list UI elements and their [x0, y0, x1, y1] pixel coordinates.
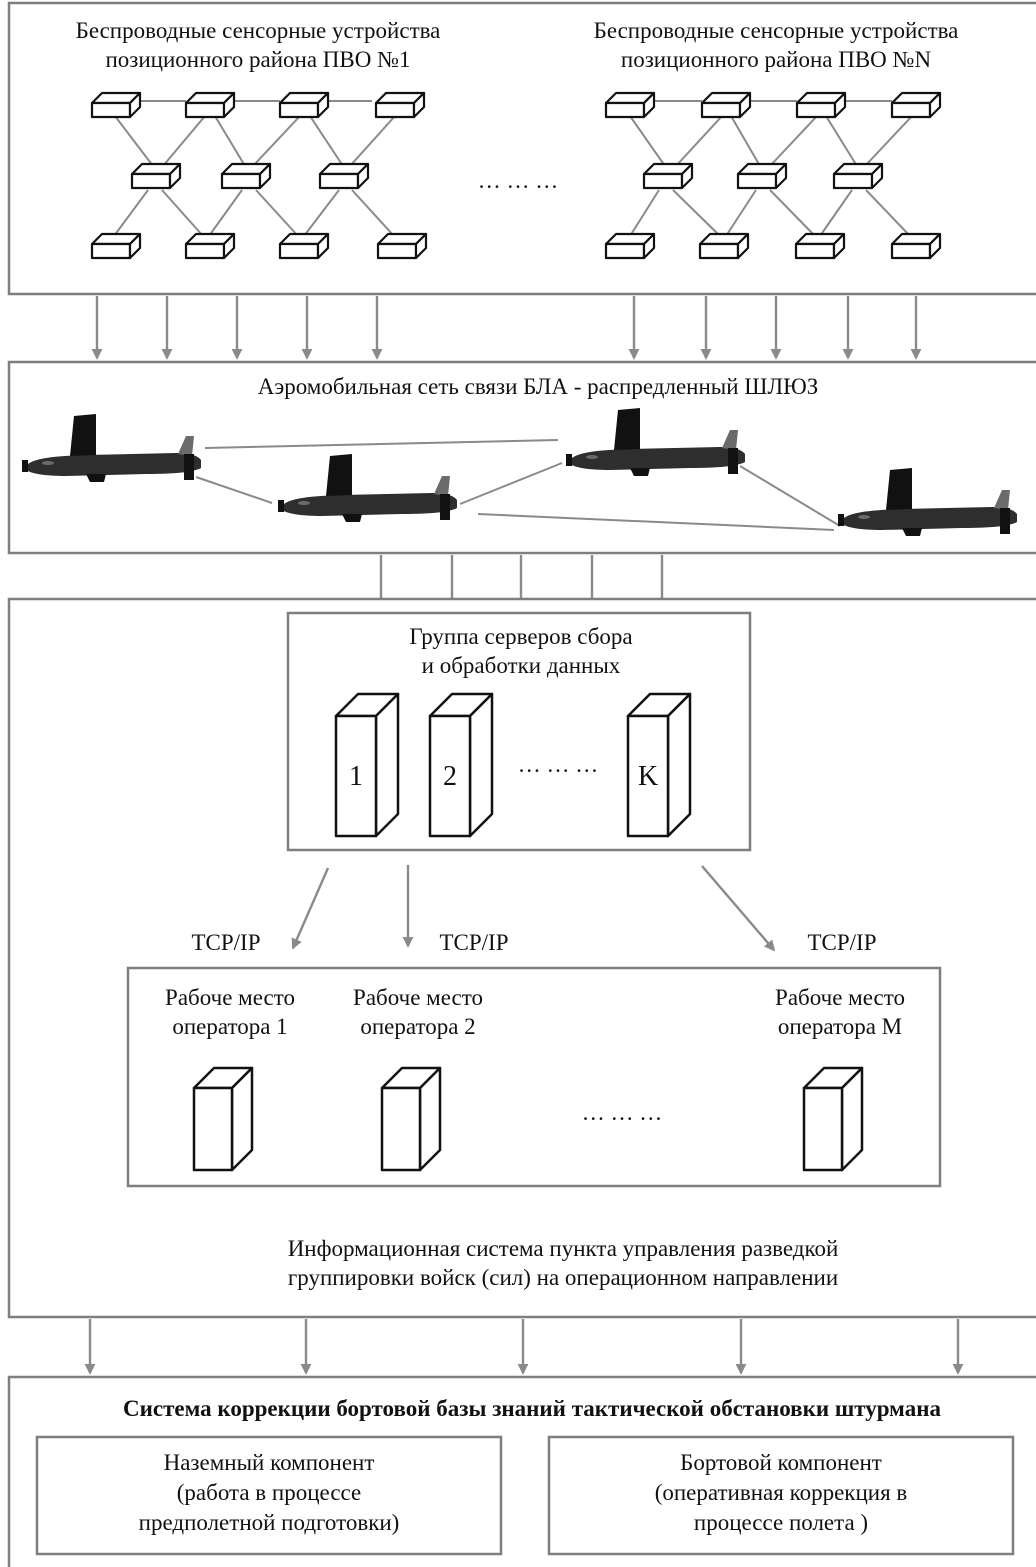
onboard-component-box	[547, 1435, 1015, 1556]
sensor-device-icon	[90, 91, 142, 119]
workstation-2-label-line2: оператора 2	[360, 1014, 475, 1039]
workstation-1-label-line2: оператора 1	[172, 1014, 287, 1039]
protocol-label: TCP/IP	[191, 930, 260, 955]
server-2: 2	[428, 692, 494, 838]
sensor-device-icon	[604, 232, 656, 260]
info-system-caption-line2: группировки войск (сил) на операционном …	[288, 1265, 838, 1290]
server-ellipsis: … … …	[518, 752, 599, 777]
arrows-sensors-to-uav	[91, 296, 922, 360]
sensor-group-n-title-line1: Беспроводные сенсорные устройства	[594, 18, 959, 43]
sensor-device-icon	[278, 91, 330, 119]
sensor-device-icon	[184, 91, 236, 119]
server-number: 1	[349, 761, 363, 792]
sensor-device-icon	[642, 162, 694, 190]
sensor-device-icon	[278, 232, 330, 260]
sensor-device-icon	[184, 232, 236, 260]
sensor-device-icon	[700, 91, 752, 119]
sensor-device-icon	[736, 162, 788, 190]
sensor-groups-ellipsis: … … …	[478, 168, 559, 193]
sensor-device-icon	[890, 91, 942, 119]
sensor-group-1-title-line1: Беспроводные сенсорные устройства	[76, 18, 441, 43]
sensor-device-icon	[220, 162, 272, 190]
arrows-info-to-correction	[84, 1319, 964, 1375]
info-system-caption-line1: Информационная система пункта управления…	[288, 1236, 839, 1261]
workstation-2-label-line1: Рабоче место	[353, 985, 483, 1010]
sensor-device-icon	[90, 232, 142, 260]
sensor-device-icon	[794, 232, 846, 260]
protocol-label: TCP/IP	[439, 930, 508, 955]
sensor-mesh-links-group-1	[113, 100, 396, 237]
sensor-device-icon	[374, 91, 426, 119]
correction-system-title: Система коррекции бортовой базы знаний т…	[123, 1396, 941, 1421]
workstation-2-icon	[380, 1066, 442, 1172]
server-number: K	[638, 761, 658, 792]
workstation-m-label-line2: оператора M	[778, 1014, 902, 1039]
sensor-panel	[7, 1, 1036, 296]
sensor-device-icon	[890, 232, 942, 260]
workstation-m-icon	[802, 1066, 864, 1172]
server-group-title-line2: и обработки данных	[422, 653, 621, 678]
onboard-component-line2: (оперативная коррекция в	[655, 1480, 908, 1505]
workstation-1-label-line1: Рабоче место	[165, 985, 295, 1010]
ground-component-box	[35, 1435, 503, 1556]
sensor-mesh-links-group-n	[629, 100, 913, 237]
protocol-label: TCP/IP	[807, 930, 876, 955]
uav-network-title: Аэромобильная сеть связи БЛА - распредле…	[258, 374, 819, 399]
server-number: 2	[443, 761, 457, 792]
server-1: 1	[334, 692, 400, 838]
sensor-device-icon	[832, 162, 884, 190]
sensor-group-n-title-line2: позиционного района ПВО №N	[621, 47, 932, 72]
sensor-device-icon	[698, 232, 750, 260]
ground-component-line1: Наземный компонент	[164, 1450, 375, 1475]
workstation-ellipsis: … … …	[582, 1100, 663, 1125]
workstation-1-icon	[192, 1066, 254, 1172]
sensor-device-icon	[604, 91, 656, 119]
arrows-servers-to-workstations	[291, 865, 776, 952]
sensor-device-icon	[795, 91, 847, 119]
sensor-device-icon	[130, 162, 182, 190]
sensor-device-icon	[318, 162, 370, 190]
onboard-component-line1: Бортовой компонент	[680, 1450, 882, 1475]
sensor-group-1-title-line2: позиционного района ПВО №1	[105, 47, 410, 72]
sensor-device-icon	[376, 232, 428, 260]
server-k: K	[626, 692, 692, 838]
ground-component-line2: (работа в процессе	[177, 1480, 361, 1505]
workstation-m-label-line1: Рабоче место	[775, 985, 905, 1010]
uav-links	[195, 439, 841, 531]
onboard-component-line3: процессе полета )	[694, 1510, 868, 1535]
server-group-title-line1: Группа серверов сбора	[409, 624, 632, 649]
ground-component-line3: предполетной подготовки)	[139, 1510, 400, 1535]
